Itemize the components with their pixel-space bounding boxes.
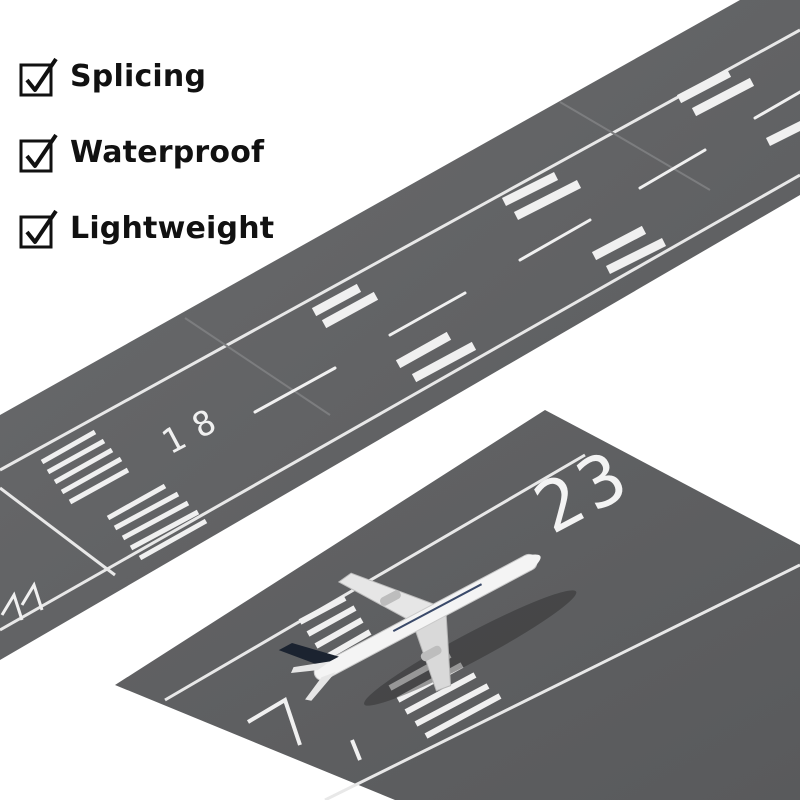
runway-strip: 18 bbox=[0, 0, 800, 660]
feature-item: Waterproof bbox=[18, 126, 274, 178]
checkbox-checked-icon bbox=[19, 57, 58, 97]
feature-label: Lightweight bbox=[70, 210, 275, 246]
feature-item: Splicing bbox=[18, 50, 274, 102]
feature-label: Splicing bbox=[70, 58, 207, 94]
feature-label: Waterproof bbox=[70, 134, 265, 170]
checkbox-checked-icon bbox=[19, 209, 58, 249]
airplane-model bbox=[278, 553, 577, 706]
checkbox-checked-icon bbox=[19, 133, 58, 173]
feature-list: Splicing Waterproof Lightweight bbox=[18, 50, 274, 254]
feature-item: Lightweight bbox=[18, 202, 274, 254]
